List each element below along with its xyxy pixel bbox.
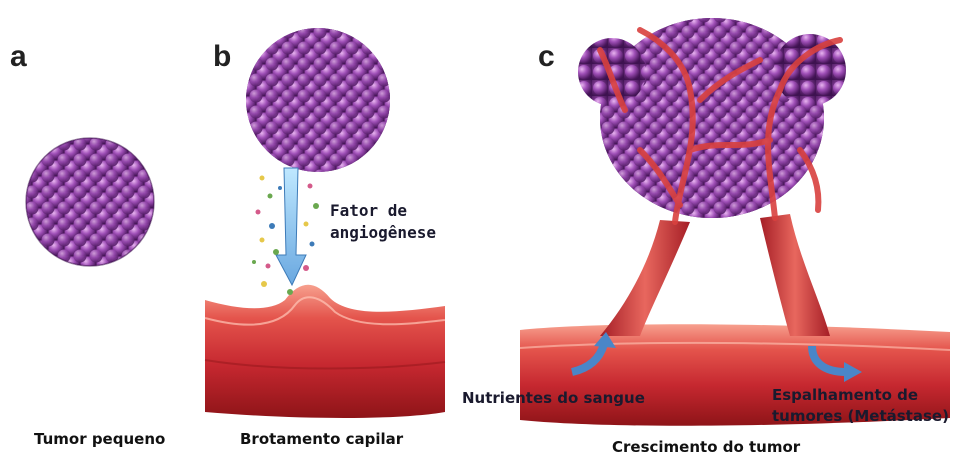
label-nutrients: Nutrientes do sangue	[462, 388, 645, 409]
label-metastasis: Espalhamento de tumores (Metástase)	[772, 385, 949, 427]
panel-letter-c: c	[538, 40, 555, 74]
panel-letter-a: a	[10, 40, 27, 74]
panel-letter-b: b	[213, 40, 231, 74]
capillary-branches	[600, 214, 830, 336]
label-angiogenesis-line1: Fator de	[330, 200, 436, 222]
caption-a: Tumor pequeno	[34, 430, 165, 448]
label-metastasis-line1: Espalhamento de	[772, 385, 949, 406]
caption-c: Crescimento do tumor	[612, 438, 800, 456]
tumor-b	[246, 28, 390, 172]
caption-b: Brotamento capilar	[240, 430, 403, 448]
blood-vessel-b	[205, 285, 445, 418]
label-angiogenesis-line2: angiogênese	[330, 222, 436, 244]
label-metastasis-line2: tumores (Metástase)	[772, 406, 949, 427]
small-tumor	[26, 138, 154, 266]
tumor-c	[578, 18, 846, 218]
label-angiogenesis-factor: Fator de angiogênese	[330, 200, 436, 244]
angiogenesis-flow-arrow	[276, 168, 306, 285]
